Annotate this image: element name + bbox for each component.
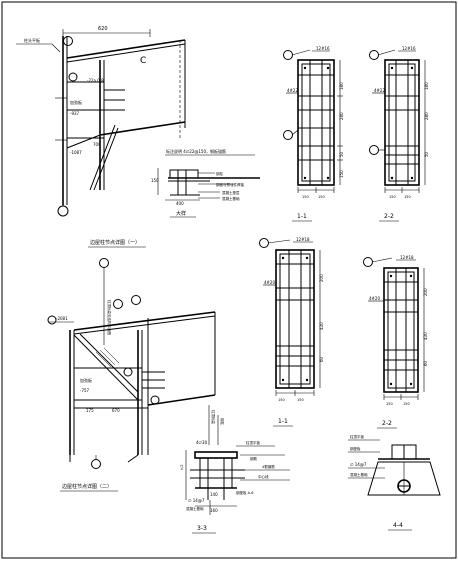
sm-dim-1: 150 bbox=[151, 178, 159, 183]
tl-dim-3: -1087 bbox=[70, 150, 82, 155]
ml-dim-4: 670 bbox=[112, 408, 120, 413]
ml-title: 边屋柱节点详图（一） bbox=[90, 239, 140, 246]
svg-text:混凝土基础: 混凝土基础 bbox=[186, 506, 204, 511]
svg-text:60: 60 bbox=[423, 360, 428, 366]
section-mr-2-2: 12#18 200 430 60 4#20 150 150 2-2 bbox=[363, 255, 428, 429]
ml-dim-3: 175 bbox=[86, 408, 94, 413]
tr-dim-150: 150 bbox=[339, 170, 344, 178]
svg-text:混凝土基础: 混凝土基础 bbox=[222, 196, 240, 201]
tr-top2-label: 12#16 bbox=[402, 46, 416, 51]
mr-dim-60: 60 bbox=[319, 356, 324, 362]
tl-dim-1: -22a 0.8 bbox=[87, 78, 104, 83]
svg-text:4根钢筋: 4根钢筋 bbox=[262, 464, 275, 469]
mr-side-label: 4#20 bbox=[264, 280, 275, 285]
svg-text:混凝土垫层: 混凝土垫层 bbox=[222, 190, 240, 195]
top-dim-label: 620 bbox=[98, 26, 108, 32]
svg-text:280: 280 bbox=[424, 112, 429, 120]
tr-dim-50: 50 bbox=[339, 151, 344, 157]
br-section-label: 4-4 bbox=[393, 522, 403, 529]
svg-text:柱顶标高见结构平面图: 柱顶标高见结构平面图 bbox=[107, 300, 112, 335]
svg-text:中心线: 中心线 bbox=[258, 474, 269, 479]
svg-text:150: 150 bbox=[403, 402, 410, 406]
bc-dim-1: 4∅30 bbox=[196, 440, 208, 445]
mr-section-2-label: 2-2 bbox=[382, 420, 392, 427]
svg-text:柱头平板: 柱头平板 bbox=[24, 37, 40, 43]
svg-text:钢柱: 钢柱 bbox=[220, 418, 225, 426]
tr-dim-280: 280 bbox=[339, 112, 344, 120]
svg-text:430: 430 bbox=[423, 332, 428, 340]
bc-section-label: 3-3 bbox=[197, 525, 207, 532]
section-mr-1-1: 12#18 200 430 60 4#20 150 150 1-1 bbox=[259, 237, 324, 427]
svg-text:C: C bbox=[140, 56, 146, 66]
section-tr-2-2: 12#16 280 180 50 4#22 150 150 2-2 bbox=[369, 46, 429, 222]
svg-text:钢板与预埋件焊接: 钢板与预埋件焊接 bbox=[216, 182, 244, 187]
svg-text:钢筋: 钢筋 bbox=[250, 456, 258, 461]
ml-dim-2: -757 bbox=[80, 388, 90, 393]
svg-text:钢垫板 A-6: 钢垫板 A-6 bbox=[236, 490, 253, 495]
joint-detail-top-left: 620 柱头平板 C -22a 0.8 加劲板 - bbox=[16, 26, 186, 217]
svg-text:标注说明 4∅22@150，钢板锚筋: 标注说明 4∅22@150，钢板锚筋 bbox=[166, 148, 226, 154]
tr-top-label: 12#16 bbox=[316, 46, 330, 51]
svg-text:柱顶平板: 柱顶平板 bbox=[350, 434, 364, 439]
svg-text:150: 150 bbox=[297, 398, 304, 402]
mr-dim-200: 200 bbox=[319, 274, 324, 282]
small-detail-dayang: 标注说明 4∅22@150，钢板锚筋 150 400 钢柱 钢板与预埋件焊接 混… bbox=[151, 148, 260, 218]
section-tr-1-1: 12#16 280 180 50 150 4#22 150 bbox=[283, 46, 344, 222]
svg-text:钢柱: 钢柱 bbox=[216, 171, 223, 176]
mr-top2-label: 12#18 bbox=[400, 255, 414, 260]
tr-section-1-label: 1-1 bbox=[297, 213, 307, 220]
section-bc-3-3: 柱顶标高 钢柱 4∅30 柱顶平板 h/2 钢筋 4根钢筋 中心线 钢垫板 A-… bbox=[180, 405, 290, 534]
bc-dim-3: 140 bbox=[210, 492, 218, 497]
mr-side2-label: 4#20 bbox=[369, 296, 380, 301]
svg-text:150: 150 bbox=[404, 195, 411, 199]
tr-side-label: 4#22 bbox=[287, 88, 298, 93]
tr-dim-180: 180 bbox=[339, 82, 344, 90]
svg-text:加劲板: 加劲板 bbox=[70, 99, 82, 105]
svg-text:柱顶平板: 柱顶平板 bbox=[246, 440, 260, 445]
tr-side2-label: 4#22 bbox=[374, 88, 385, 93]
section-br-4-4: 柱顶平板 钢垫板 ∅ 14@7 混凝土基础 4-4 bbox=[348, 434, 441, 531]
tl-dim-2: -937 bbox=[70, 111, 80, 116]
ml-caption: 边屋柱节点详图（二） bbox=[62, 483, 112, 490]
svg-text:200: 200 bbox=[423, 288, 428, 296]
svg-text:50: 50 bbox=[424, 151, 429, 157]
svg-text:钢垫板: 钢垫板 bbox=[350, 446, 361, 451]
mr-section-1-label: 1-1 bbox=[278, 418, 288, 425]
mr-top-label: 12#18 bbox=[296, 237, 310, 242]
bc-dim-2: ∅ 14@7 bbox=[188, 498, 205, 503]
joint-detail-mid-left: 边屋柱节点详图（一） bbox=[47, 239, 216, 492]
tl-dim-4: 700 bbox=[93, 142, 101, 147]
svg-text:150: 150 bbox=[318, 195, 325, 199]
svg-text:150: 150 bbox=[302, 195, 309, 199]
small-detail-caption: 大样 bbox=[176, 210, 186, 217]
svg-text:150: 150 bbox=[278, 398, 285, 402]
tr-section-2-label: 2-2 bbox=[384, 213, 394, 220]
ml-dim-1: -2081 bbox=[56, 316, 68, 321]
bc-dim-4: 160 bbox=[210, 508, 218, 513]
br-dim-1: ∅ 14@7 bbox=[350, 462, 367, 467]
svg-text:h/2: h/2 bbox=[180, 464, 184, 470]
svg-text:180: 180 bbox=[424, 82, 429, 90]
sm-dim-2: 400 bbox=[176, 201, 184, 206]
svg-text:150: 150 bbox=[389, 195, 396, 199]
svg-text:柱顶标高: 柱顶标高 bbox=[211, 410, 216, 424]
svg-text:150: 150 bbox=[386, 402, 393, 406]
svg-text:混凝土基础: 混凝土基础 bbox=[350, 472, 368, 477]
svg-text:加劲板: 加劲板 bbox=[80, 377, 92, 383]
mr-dim-430: 430 bbox=[319, 322, 324, 330]
